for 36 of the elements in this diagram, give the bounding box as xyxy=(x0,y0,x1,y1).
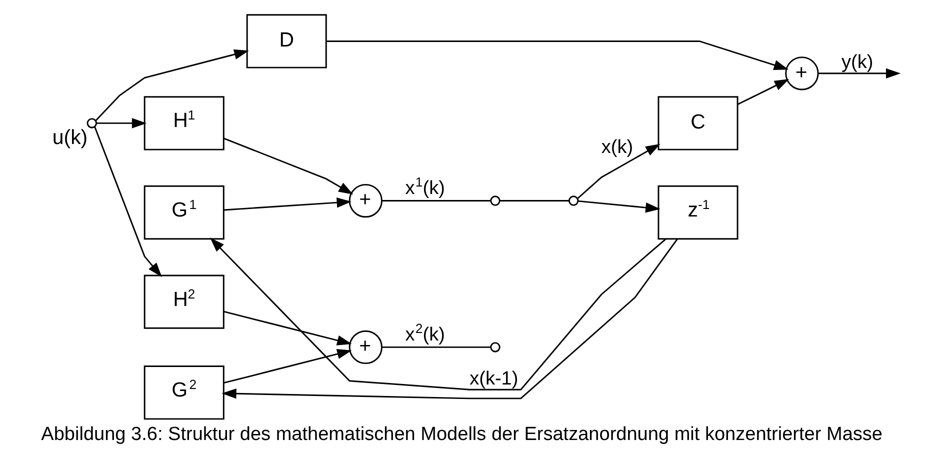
edge-label: x$^{1}$(k) xyxy=(405,174,445,199)
edge-label: x(k-1) xyxy=(470,368,518,389)
arrow xyxy=(224,348,352,384)
node-box: H$^{2}$ xyxy=(144,274,224,328)
node-circle: + xyxy=(348,183,382,218)
arrow xyxy=(737,78,790,105)
arrow xyxy=(96,118,147,128)
edge-label: y(k) xyxy=(841,52,874,73)
edge-label: x$^{2}$(k) xyxy=(405,320,445,345)
arrow xyxy=(576,143,660,199)
node-circle xyxy=(568,195,579,206)
arrow xyxy=(224,310,352,345)
node-circle: + xyxy=(785,56,819,90)
node-box: z$^{-1}$ xyxy=(658,184,738,240)
node-circle xyxy=(86,118,98,128)
arrow xyxy=(326,40,789,70)
node-box: D xyxy=(246,14,327,68)
node-circle: + xyxy=(348,330,382,364)
node-box: G$^{1}$ xyxy=(144,184,224,240)
node-label: u(k) xyxy=(52,125,88,148)
edge-label: x(k) xyxy=(601,136,634,158)
arrow xyxy=(578,200,660,212)
node-box: H$^{1}$ xyxy=(144,96,224,150)
connector xyxy=(382,200,490,202)
node-box: C xyxy=(658,96,738,150)
node-circle xyxy=(490,195,500,206)
caption: Abbildung 3.6: Struktur des mathematischen Modells der Ersatzanordnung mit konzentrierter Masse xyxy=(41,424,883,445)
arrow xyxy=(224,137,354,194)
node-box: G$^{2}$ xyxy=(144,365,224,420)
connector xyxy=(382,346,490,348)
arrow xyxy=(818,68,901,78)
connector xyxy=(500,200,569,202)
node-circle xyxy=(490,342,500,352)
arrow xyxy=(224,196,352,210)
arrow xyxy=(94,126,162,277)
arrow xyxy=(95,48,249,121)
